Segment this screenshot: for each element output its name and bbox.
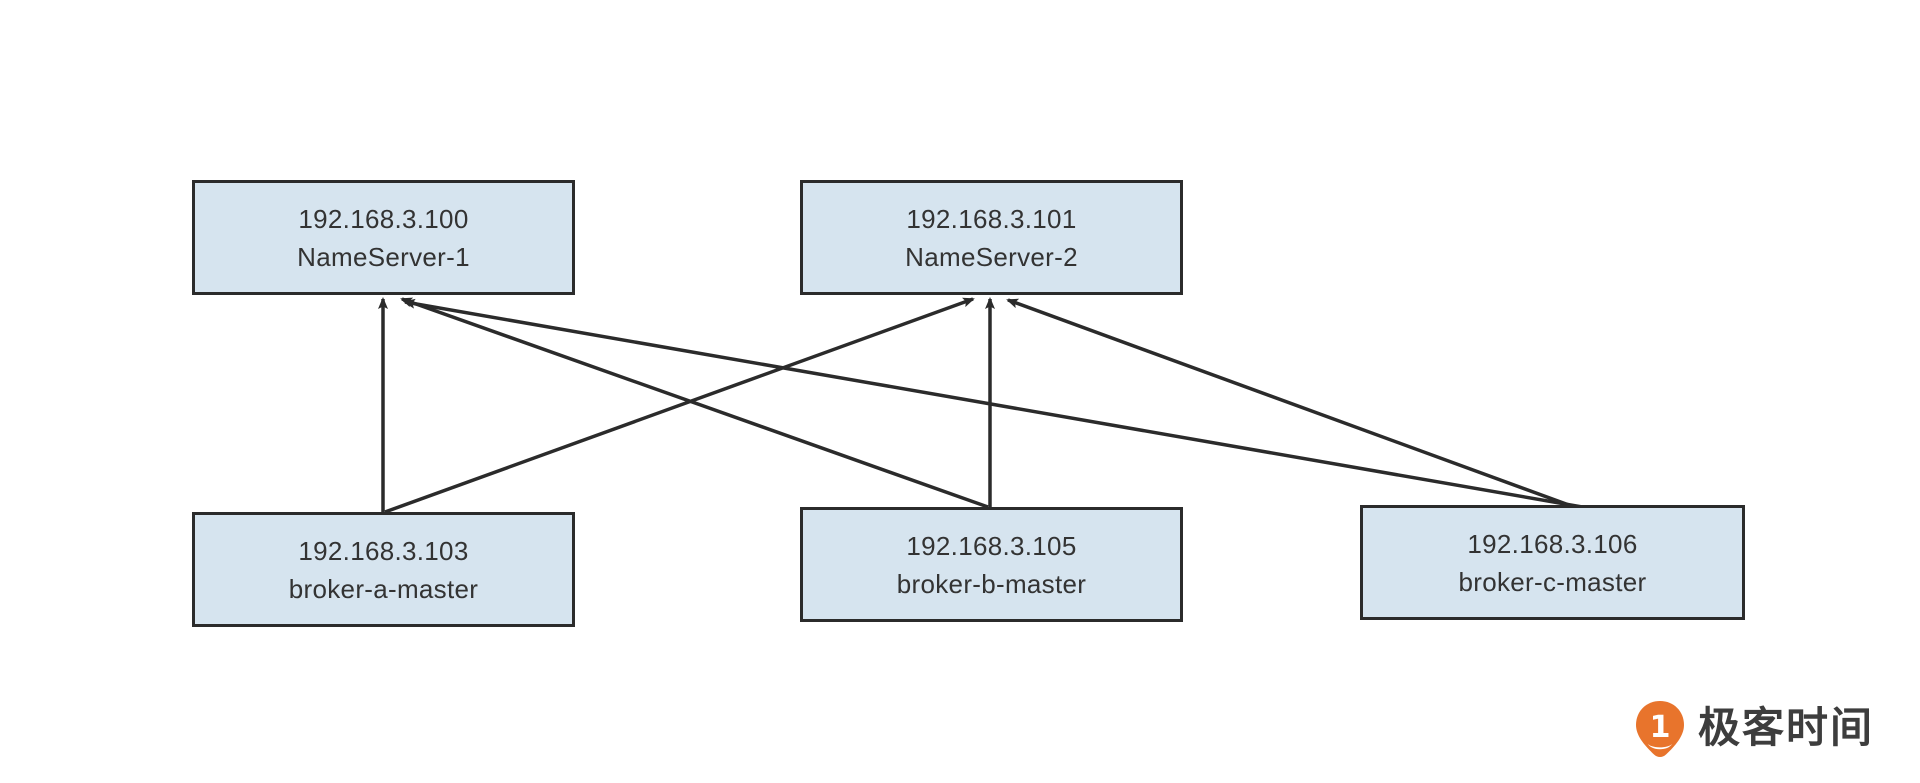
node-broker-b-master[interactable]: 192.168.3.105 broker-b-master: [800, 507, 1183, 622]
node-broker-b-name: broker-b-master: [896, 568, 1087, 599]
node-broker-c-ip: 192.168.3.106: [1467, 528, 1638, 559]
watermark: 1 极客时间: [1634, 699, 1874, 757]
node-nameserver-2-ip: 192.168.3.101: [906, 203, 1077, 234]
node-broker-a-ip: 192.168.3.103: [298, 535, 469, 566]
geektime-logo-icon: 1: [1635, 701, 1684, 757]
node-nameserver-2-name: NameServer-2: [905, 241, 1078, 272]
node-broker-a-master[interactable]: 192.168.3.103 broker-a-master: [192, 512, 575, 627]
node-nameserver-1-name: NameServer-1: [297, 241, 470, 272]
node-broker-a-name: broker-a-master: [288, 573, 479, 604]
edge-b-ns1: [400, 297, 989, 509]
node-broker-c-master[interactable]: 192.168.3.106 broker-c-master: [1360, 505, 1745, 620]
node-nameserver-2[interactable]: 192.168.3.101 NameServer-2: [800, 180, 1183, 295]
edge-c-ns1: [403, 298, 1589, 510]
watermark-text: 极客时间: [1697, 703, 1874, 752]
edge-a-ns2: [384, 297, 975, 514]
node-broker-b-ip: 192.168.3.105: [906, 530, 1077, 561]
geektime-logo-glyph: 1: [1650, 710, 1671, 745]
node-nameserver-1-ip: 192.168.3.100: [298, 203, 469, 234]
node-broker-c-name: broker-c-master: [1458, 566, 1647, 597]
node-nameserver-1[interactable]: 192.168.3.100 NameServer-1: [192, 180, 575, 295]
edge-c-ns2: [1006, 298, 1589, 514]
